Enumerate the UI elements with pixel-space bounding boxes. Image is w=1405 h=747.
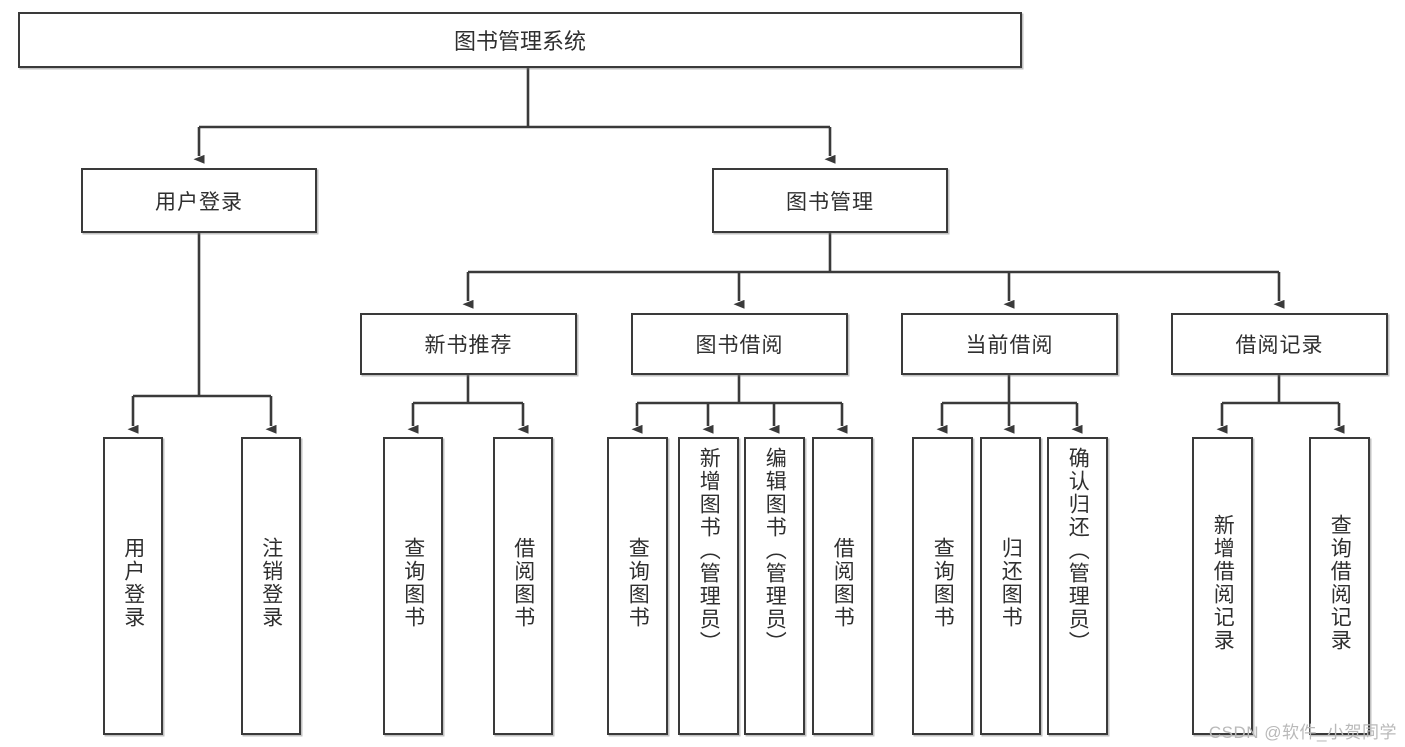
leaf-current-borrow-confirm-admin[interactable]: 确认归还（管理员） (1047, 437, 1108, 735)
node-root-system[interactable]: 图书管理系统 (18, 12, 1022, 68)
leaf-label: 编辑图书（管理员） (763, 447, 787, 654)
leaf-label: 查询图书 (931, 537, 955, 629)
leaf-new-book-query[interactable]: 查询图书 (383, 437, 443, 735)
leaf-label: 用户登录 (121, 537, 145, 629)
node-book-borrow[interactable]: 图书借阅 (631, 313, 848, 375)
leaf-label: 确认归还（管理员） (1066, 447, 1090, 654)
leaf-current-borrow-return[interactable]: 归还图书 (980, 437, 1041, 735)
leaf-label: 查询图书 (401, 537, 425, 629)
node-label: 用户登录 (155, 190, 243, 214)
watermark: CSDN @软件_小贺同学 (1208, 723, 1397, 742)
leaf-new-book-borrow[interactable]: 借阅图书 (493, 437, 553, 735)
node-label: 图书借阅 (695, 334, 784, 357)
node-label: 图书管理系统 (453, 29, 586, 54)
leaf-label: 借阅图书 (511, 537, 535, 629)
leaf-book-borrow-add-admin[interactable]: 新增图书（管理员） (678, 437, 739, 735)
leaf-borrow-record-add[interactable]: 新增借阅记录 (1192, 437, 1253, 735)
leaf-label: 归还图书 (999, 537, 1023, 629)
leaf-book-borrow-borrow[interactable]: 借阅图书 (812, 437, 873, 735)
leaf-book-borrow-query[interactable]: 查询图书 (607, 437, 668, 735)
node-user-login[interactable]: 用户登录 (81, 168, 317, 233)
leaf-user-login-logout[interactable]: 注销登录 (241, 437, 301, 735)
leaf-label: 借阅图书 (831, 537, 855, 629)
node-label: 借阅记录 (1235, 334, 1324, 357)
node-label: 图书管理 (786, 190, 874, 214)
leaf-label: 注销登录 (259, 537, 283, 629)
node-current-borrow[interactable]: 当前借阅 (901, 313, 1118, 375)
leaf-current-borrow-query[interactable]: 查询图书 (912, 437, 973, 735)
leaf-user-login-login[interactable]: 用户登录 (103, 437, 163, 735)
leaf-label: 新增图书（管理员） (697, 447, 721, 654)
node-borrow-record[interactable]: 借阅记录 (1171, 313, 1388, 375)
node-label: 当前借阅 (965, 334, 1054, 357)
node-label: 新书推荐 (424, 334, 513, 357)
leaf-label: 查询借阅记录 (1328, 514, 1352, 652)
leaf-borrow-record-query[interactable]: 查询借阅记录 (1309, 437, 1370, 735)
leaf-book-borrow-edit-admin[interactable]: 编辑图书（管理员） (744, 437, 805, 735)
node-book-management[interactable]: 图书管理 (712, 168, 948, 233)
leaf-label: 新增借阅记录 (1211, 514, 1235, 652)
node-new-book-recommend[interactable]: 新书推荐 (360, 313, 577, 375)
leaf-label: 查询图书 (626, 537, 650, 629)
